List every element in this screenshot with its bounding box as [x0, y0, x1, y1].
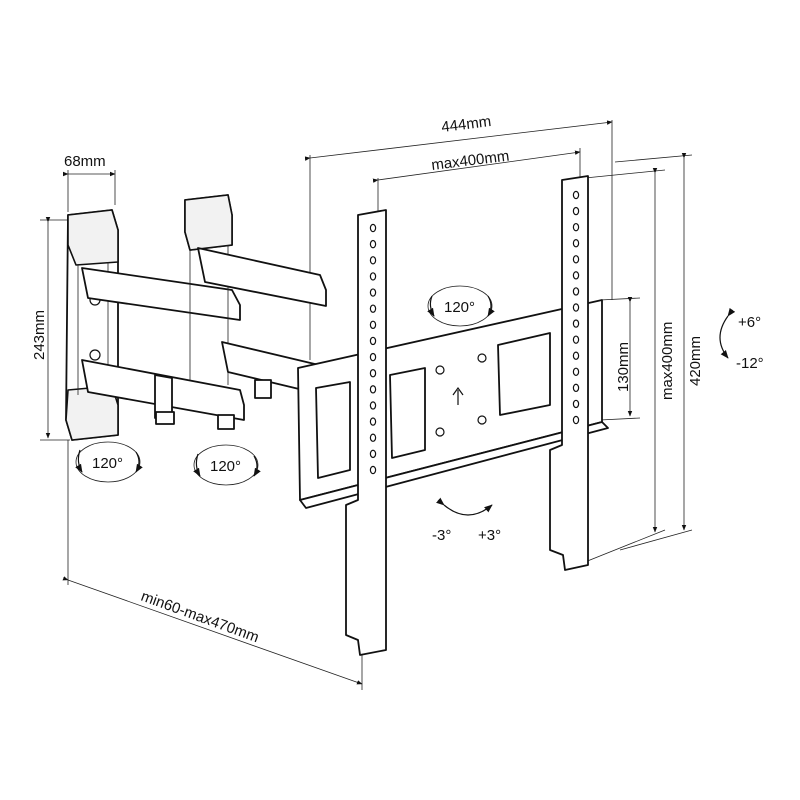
lower-arm: [81, 267, 245, 430]
bar-slot-hole: [369, 256, 377, 265]
bar-slot-hole: [572, 335, 580, 344]
bar-slot-hole: [572, 319, 580, 328]
bar-slot-hole: [572, 271, 580, 280]
bar-slot-hole: [369, 433, 377, 442]
bar-slot-hole: [572, 190, 580, 200]
bar-slot-hole: [572, 222, 580, 232]
wall-plate: [65, 209, 119, 441]
bar-slot-hole: [572, 383, 580, 393]
label-rot-left: -3°: [432, 527, 451, 544]
label-vesa-max-v: max400mm: [659, 322, 676, 400]
tilt-indicator: [719, 307, 736, 359]
bar-slot-hole: [369, 320, 377, 329]
bar-slot-hole: [369, 272, 377, 281]
bar-slot-hole: [369, 369, 377, 378]
label-swivel-wall: 120°: [92, 455, 123, 472]
label-tilt-down: -12°: [736, 355, 764, 372]
dimension-lines: [40, 120, 693, 690]
bar-slot-hole: [572, 367, 580, 376]
bar-slot-hole: [369, 304, 377, 313]
bar-slot-hole: [369, 401, 377, 410]
bar-slot-hole: [369, 385, 377, 394]
bar-slot-hole: [572, 255, 580, 264]
label-width-total: 444mm: [440, 113, 492, 136]
label-plate-depth: 68mm: [64, 153, 106, 170]
bar-slot-hole: [369, 239, 377, 249]
bar-slot-hole: [572, 303, 580, 312]
bar-slot-hole: [572, 239, 580, 248]
bar-slot-hole: [572, 415, 580, 425]
vesa-bar-left: [345, 209, 387, 656]
label-swivel-head: 120°: [444, 299, 475, 316]
bar-slot-hole: [572, 351, 580, 360]
label-tilt-up: +6°: [738, 314, 761, 331]
bar-slot-hole: [369, 417, 377, 426]
swivel-indicator-mid: [193, 444, 261, 486]
bar-slot-hole: [572, 287, 580, 296]
label-height-total: 420mm: [687, 336, 704, 386]
bar-slot-hole: [369, 352, 377, 362]
label-plate-height: 243mm: [31, 310, 48, 360]
swivel-indicator-wall: [75, 441, 143, 483]
label-bracket-height: 130mm: [615, 342, 632, 392]
bar-slot-hole: [369, 336, 377, 346]
label-swivel-mid: 120°: [210, 458, 241, 475]
bar-slot-hole: [369, 465, 377, 475]
swivel-indicator-head: [427, 285, 495, 327]
label-rot-right: +3°: [478, 527, 501, 544]
vesa-bar-right: [549, 175, 589, 571]
label-extension: min60-max470mm: [139, 588, 262, 646]
bar-slot-hole: [369, 288, 377, 297]
bar-slot-hole: [572, 399, 580, 409]
bar-slot-hole: [369, 449, 377, 459]
bar-slot-hole: [572, 206, 580, 216]
label-vesa-max-h: max400mm: [430, 148, 510, 174]
rotation-indicator: [436, 497, 493, 516]
bar-slot-hole: [369, 223, 377, 233]
